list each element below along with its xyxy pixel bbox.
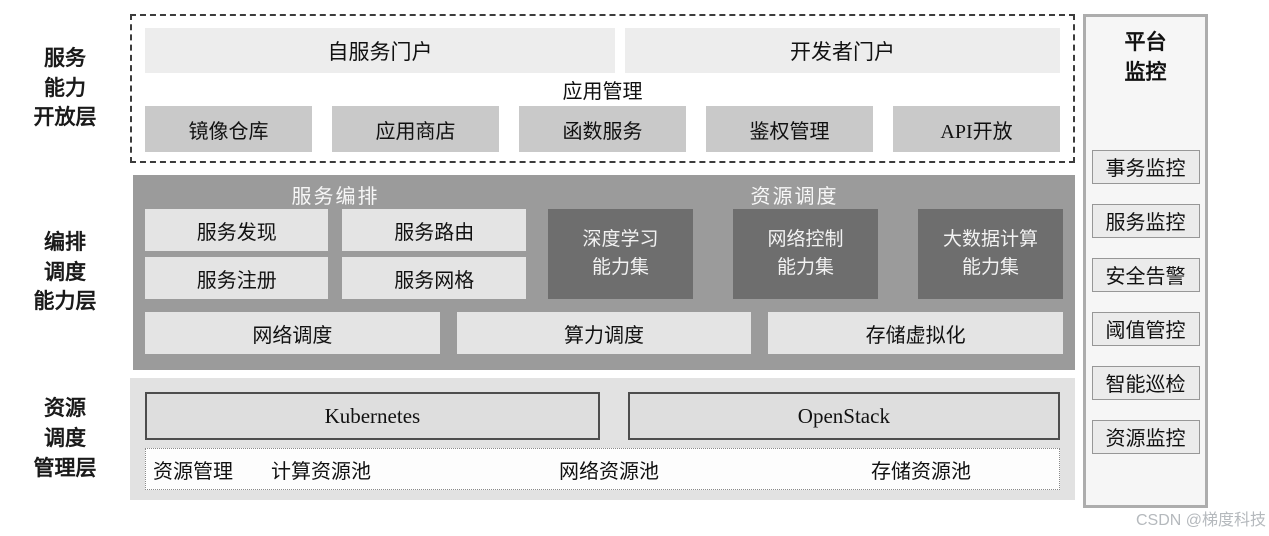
- service-registry-box: 服务注册: [145, 257, 329, 299]
- open-services-row: 镜像仓库 应用商店 函数服务 鉴权管理 API开放: [145, 106, 1060, 152]
- developer-portal-box: 开发者门户: [624, 28, 1060, 73]
- capability-sets-row: 深度学习 能力集 网络控制 能力集 大数据计算 能力集: [526, 209, 1064, 299]
- compute-pool-label: 计算资源池: [271, 460, 371, 483]
- transaction-monitoring-box: 事务监控: [1091, 149, 1200, 184]
- platform-monitoring-panel: 平台 监控 事务监控 服务监控 安全告警 阈值管控 智能巡检 资源监控: [1083, 14, 1208, 508]
- service-mesh-grid: 服务发现 服务路由 服务注册 服务网格: [145, 209, 526, 299]
- resource-management-layer: Kubernetes OpenStack 资源管理 计算资源池 网络资源池 存储…: [130, 378, 1075, 500]
- function-service-box: 函数服务: [519, 106, 686, 152]
- layer-label-orchestration: 编排 调度 能力层: [33, 229, 97, 314]
- scheduler-row: 网络调度 算力调度 存储虚拟化: [145, 312, 1064, 354]
- service-mesh-box: 服务网格: [342, 257, 526, 299]
- network-scheduling-box: 网络调度: [145, 312, 440, 354]
- kubernetes-box: Kubernetes: [145, 392, 600, 440]
- layer-label-service-open: 服务 能力 开放层: [33, 45, 97, 130]
- platform-monitoring-title: 平台 监控: [1124, 30, 1167, 85]
- storage-virtualization-box: 存储虚拟化: [768, 312, 1064, 354]
- layer-label-resource-mgmt: 资源 调度 管理层: [33, 396, 97, 480]
- deep-learning-capability-box: 深度学习 能力集: [547, 209, 693, 299]
- mid-body: 服务发现 服务路由 服务注册 服务网格 深度学习 能力集 网络控制 能力集 大数…: [145, 209, 1064, 299]
- intelligent-inspection-box: 智能巡检: [1091, 365, 1200, 400]
- storage-pool-label: 存储资源池: [871, 460, 971, 483]
- resource-management-label: 资源管理: [153, 460, 233, 483]
- bigdata-compute-capability-box: 大数据计算 能力集: [918, 209, 1064, 299]
- service-open-layer: 自服务门户 开发者门户 应用管理 镜像仓库 应用商店 函数服务 鉴权管理 API…: [130, 14, 1075, 163]
- orchestration-layer: 服务编排 资源调度 服务发现 服务路由 服务注册 服务网格 深度学习 能力集 网…: [133, 175, 1075, 370]
- app-management-label: 应用管理: [562, 81, 643, 103]
- service-orchestration-header: 服务编排: [291, 185, 380, 208]
- image-registry-box: 镜像仓库: [145, 106, 312, 152]
- mid-headers: 服务编排 资源调度: [145, 179, 1063, 209]
- compute-scheduling-box: 算力调度: [456, 312, 752, 354]
- csdn-watermark: CSDN @梯度科技: [1135, 512, 1266, 529]
- portals-row: 自服务门户 开发者门户: [145, 28, 1060, 73]
- self-service-portal-box: 自服务门户: [145, 28, 615, 73]
- network-control-capability-box: 网络控制 能力集: [732, 209, 878, 299]
- api-open-box: API开放: [893, 106, 1060, 152]
- resource-monitoring-box: 资源监控: [1091, 419, 1200, 454]
- resource-scheduling-header: 资源调度: [750, 185, 839, 208]
- network-pool-label: 网络资源池: [559, 460, 659, 483]
- service-discovery-box: 服务发现: [145, 209, 329, 251]
- threshold-control-box: 阈值管控: [1091, 311, 1200, 346]
- service-monitoring-box: 服务监控: [1091, 203, 1200, 238]
- app-store-box: 应用商店: [332, 106, 499, 152]
- auth-management-box: 鉴权管理: [706, 106, 873, 152]
- openstack-box: OpenStack: [627, 392, 1060, 440]
- resource-pools-box: 资源管理 计算资源池 网络资源池 存储资源池: [145, 448, 1060, 490]
- security-alert-box: 安全告警: [1091, 257, 1200, 292]
- infrastructure-row: Kubernetes OpenStack: [145, 392, 1060, 440]
- service-routing-box: 服务路由: [342, 209, 526, 251]
